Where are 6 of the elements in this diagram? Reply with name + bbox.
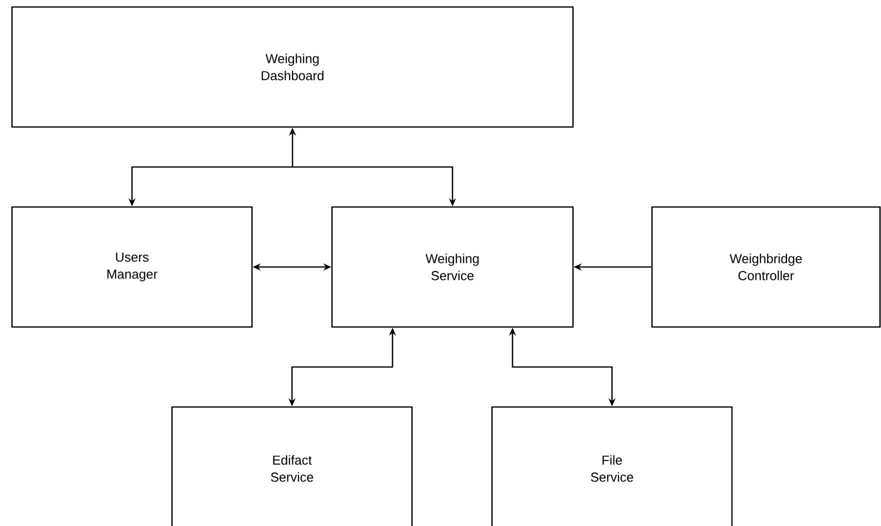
component-box: Edifact Service [171, 406, 413, 526]
component-box: Weighbridge Controller [651, 206, 881, 328]
component-box: Users Manager [11, 206, 253, 328]
component-box: File Service [491, 406, 733, 526]
component-box: Weighing Service [331, 206, 574, 328]
component-box: Weighing Dashboard [11, 6, 574, 128]
